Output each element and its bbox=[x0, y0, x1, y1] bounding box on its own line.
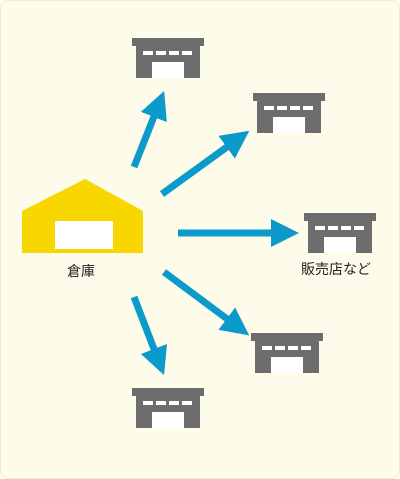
warehouse-label: 倉庫 bbox=[67, 264, 95, 280]
store-icon bbox=[132, 388, 204, 428]
store-icon bbox=[253, 93, 325, 133]
arrow-right-icon bbox=[159, 130, 250, 197]
store-icon bbox=[132, 38, 204, 78]
warehouse-icon bbox=[22, 179, 143, 253]
arrow-right-icon bbox=[161, 269, 250, 336]
arrow-right-icon bbox=[130, 90, 167, 169]
store-icon bbox=[304, 213, 376, 253]
arrow-right-icon bbox=[130, 295, 168, 376]
store-icon bbox=[251, 333, 323, 373]
store-label: 販売店など bbox=[301, 262, 371, 278]
